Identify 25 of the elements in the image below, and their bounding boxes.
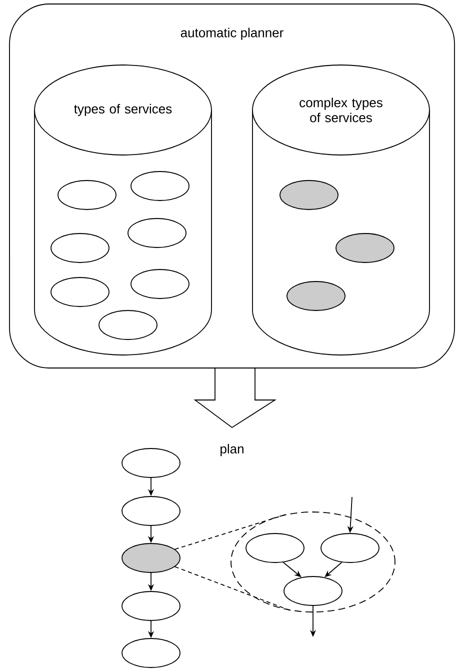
service-ellipse — [286, 281, 346, 311]
service-ellipse — [128, 218, 186, 248]
service-ellipse — [122, 496, 180, 526]
service-ellipse — [122, 448, 180, 478]
service-ellipse — [58, 180, 116, 210]
service-ellipse — [130, 171, 190, 201]
service-ellipse — [246, 533, 304, 563]
dashed-line — [174, 514, 288, 550]
service-ellipse — [122, 591, 180, 621]
service-ellipse — [320, 533, 380, 563]
service-ellipse — [98, 310, 158, 340]
service-ellipse — [122, 638, 180, 668]
service-ellipse — [284, 576, 342, 606]
service-ellipse — [130, 269, 190, 299]
service-ellipse — [336, 233, 394, 263]
service-ellipse — [50, 233, 110, 263]
service-ellipse — [122, 543, 180, 573]
database-cylinder: types of services — [34, 64, 212, 356]
plan-label: plan — [220, 444, 244, 456]
zoom-ellipse — [230, 512, 396, 612]
service-ellipse — [50, 277, 110, 307]
database-cylinder: complex types of services — [252, 64, 430, 356]
dashed-line — [174, 566, 291, 611]
service-ellipse — [280, 180, 338, 210]
block-arrow — [194, 368, 277, 428]
